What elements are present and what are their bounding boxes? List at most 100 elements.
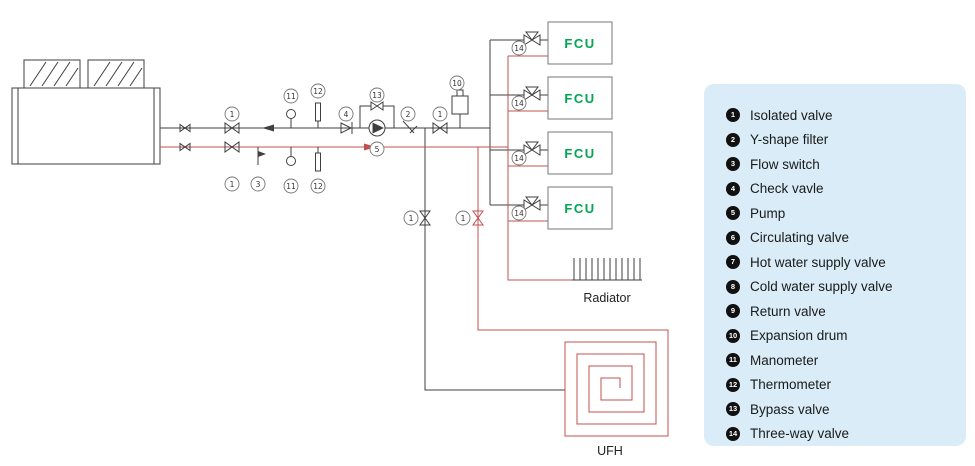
legend-item-number: 14 xyxy=(726,426,740,441)
legend-item-number: 7 xyxy=(726,255,740,270)
legend-item-label: Hot water supply valve xyxy=(750,254,886,270)
svg-text:13: 13 xyxy=(372,91,382,100)
legend-item: 7 Hot water supply valve xyxy=(726,250,956,275)
legend-item-label: Thermometer xyxy=(750,377,832,393)
fcu-label: FCU xyxy=(564,36,595,51)
legend-item-number: 11 xyxy=(726,353,740,368)
fcu-label: FCU xyxy=(564,201,595,216)
isolated-valve-symbols xyxy=(179,122,484,226)
diagram-marker: 1 xyxy=(432,106,448,122)
fcu-units: FCU FCU FCU FCU xyxy=(547,21,613,230)
legend-item-number: 1 xyxy=(726,108,740,123)
legend-item-number: 8 xyxy=(726,279,740,294)
legend-item-label: Pump xyxy=(750,205,786,221)
diagram-marker: 3 xyxy=(250,176,266,192)
legend-list: 1 Isolated valve 2 Y-shape filter 3 Flow… xyxy=(726,103,956,446)
diagram-marker: 11 xyxy=(283,178,299,194)
svg-text:1: 1 xyxy=(230,180,235,189)
legend-item-number: 2 xyxy=(726,132,740,147)
check-valve-symbol xyxy=(340,122,353,134)
svg-text:5: 5 xyxy=(375,145,380,154)
fcu-unit: FCU xyxy=(547,131,613,175)
legend-item: 12 Thermometer xyxy=(726,373,956,398)
legend-item: 3 Flow switch xyxy=(726,152,956,177)
svg-text:12: 12 xyxy=(313,182,323,191)
legend-item: 2 Y-shape filter xyxy=(726,128,956,153)
svg-text:14: 14 xyxy=(514,44,524,53)
diagram-marker: 2 xyxy=(400,106,416,122)
hot-water-pipes xyxy=(160,55,572,331)
fcu-unit: FCU xyxy=(547,186,613,230)
legend-item-label: Check vavle xyxy=(750,181,824,197)
legend-item-number: 10 xyxy=(726,328,740,343)
diagram-marker: 1 xyxy=(224,106,240,122)
legend-item-number: 6 xyxy=(726,230,740,245)
svg-text:1: 1 xyxy=(438,110,443,119)
heat-pump-unit xyxy=(11,59,161,165)
svg-text:10: 10 xyxy=(452,79,462,88)
svg-text:14: 14 xyxy=(514,99,524,108)
radiator-label: Radiator xyxy=(583,291,630,305)
thermometer-symbols xyxy=(315,102,321,172)
fcu-label: FCU xyxy=(564,146,595,161)
bypass-symbol xyxy=(359,101,395,128)
svg-text:4: 4 xyxy=(344,110,349,119)
legend-item-number: 4 xyxy=(726,181,740,196)
legend-item: 1 Isolated valve xyxy=(726,103,956,128)
svg-text:1: 1 xyxy=(230,110,235,119)
legend-item-label: Bypass valve xyxy=(750,401,830,417)
legend-item-number: 3 xyxy=(726,157,740,172)
diagram-marker: 11 xyxy=(283,88,299,104)
diagram-marker: 1 xyxy=(403,210,419,226)
svg-text:11: 11 xyxy=(286,182,296,191)
legend-item-number: 13 xyxy=(726,402,740,417)
svg-text:3: 3 xyxy=(256,180,261,189)
legend-item: 4 Check vavle xyxy=(726,177,956,202)
svg-text:14: 14 xyxy=(514,154,524,163)
diagram-marker: 4 xyxy=(338,106,354,122)
legend-item: 8 Cold water supply valve xyxy=(726,275,956,300)
legend-item-number: 5 xyxy=(726,206,740,221)
fcu-label: FCU xyxy=(564,91,595,106)
diagram-marker: 5 xyxy=(369,141,385,157)
legend-item-label: Y-shape filter xyxy=(750,132,829,148)
ufh-coil: UFH xyxy=(564,329,669,458)
diagram-marker: 12 xyxy=(310,178,326,194)
svg-text:11: 11 xyxy=(286,92,296,101)
diagram-marker: 12 xyxy=(310,83,326,99)
legend-panel: 1 Isolated valve 2 Y-shape filter 3 Flow… xyxy=(704,84,966,446)
legend-item-label: Return valve xyxy=(750,303,826,319)
legend-item-number: 12 xyxy=(726,377,740,392)
fcu-unit: FCU xyxy=(547,21,613,65)
diagram-marker: 14 xyxy=(511,95,527,111)
legend-item: 11 Manometer xyxy=(726,348,956,373)
legend-item: 13 Bypass valve xyxy=(726,397,956,422)
pipe-symbols xyxy=(179,31,541,226)
diagram-marker: 14 xyxy=(511,40,527,56)
legend-item: 9 Return valve xyxy=(726,299,956,324)
supply-pipes xyxy=(160,39,565,391)
legend-item: 10 Expansion drum xyxy=(726,324,956,349)
svg-text:2: 2 xyxy=(406,110,411,119)
legend-item-label: Three-way valve xyxy=(750,426,850,442)
expansion-drum-symbol xyxy=(451,89,469,128)
diagram-marker: 13 xyxy=(369,87,385,103)
legend-item: 14 Three-way valve xyxy=(726,422,956,447)
fcu-unit: FCU xyxy=(547,76,613,120)
svg-text:1: 1 xyxy=(409,214,414,223)
svg-text:12: 12 xyxy=(313,87,323,96)
legend-item-label: Circulating valve xyxy=(750,230,850,246)
legend-item: 6 Circulating valve xyxy=(726,226,956,251)
diagram-marker: 1 xyxy=(455,210,471,226)
radiator: Radiator xyxy=(572,258,642,305)
three-way-valve-symbols xyxy=(523,31,541,211)
pump-symbol xyxy=(368,119,386,137)
schematic: FCU FCU FCU FCU Radiator UFH xyxy=(11,21,669,458)
manometer-symbols xyxy=(286,109,296,166)
legend-item-label: Expansion drum xyxy=(750,328,848,344)
legend-item-label: Manometer xyxy=(750,352,819,368)
svg-text:1: 1 xyxy=(461,214,466,223)
diagram-marker: 14 xyxy=(511,205,527,221)
